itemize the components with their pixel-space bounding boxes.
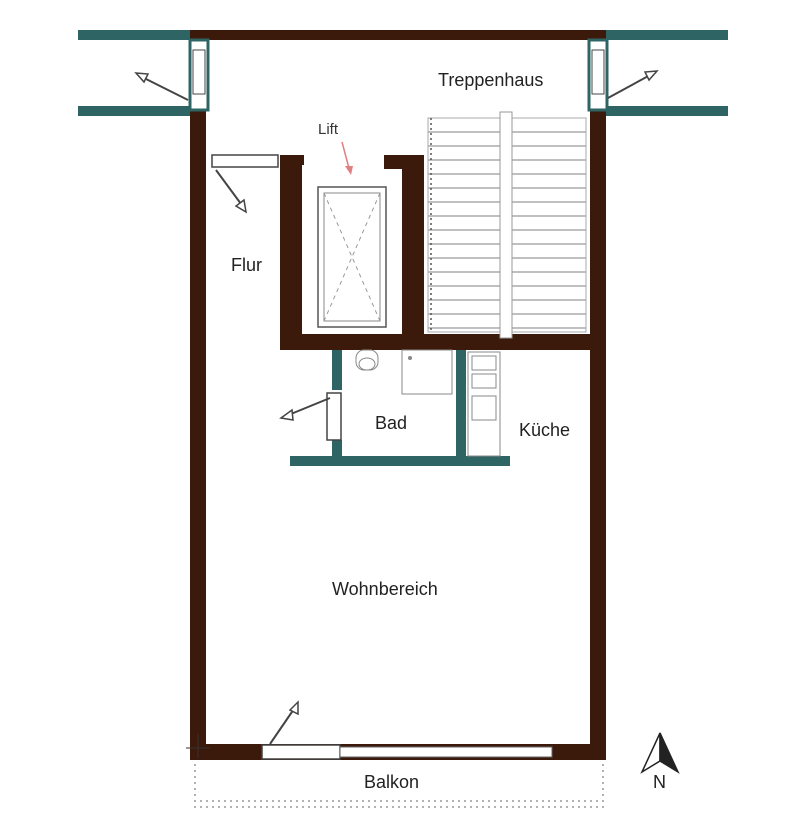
- label-bad: Bad: [375, 413, 407, 433]
- label-kueche: Küche: [519, 420, 570, 440]
- corner-marker: [186, 734, 210, 758]
- bathroom-fixtures: [355, 349, 453, 395]
- kitchen-fixtures: [467, 351, 501, 457]
- staircase: [427, 111, 587, 339]
- label-treppenhaus: Treppenhaus: [438, 70, 543, 90]
- label-balkon: Balkon: [364, 772, 419, 792]
- neighbour-walls: [78, 30, 728, 116]
- door-arrows: [134, 70, 659, 745]
- compass-label: N: [653, 772, 666, 792]
- north-arrow-icon: [640, 732, 680, 774]
- label-flur: Flur: [231, 255, 262, 275]
- label-lift: Lift: [318, 121, 339, 138]
- top-windows: [188, 38, 609, 760]
- lift-car: [317, 141, 387, 328]
- label-wohnbereich: Wohnbereich: [332, 579, 438, 599]
- balcony: [190, 760, 606, 808]
- interior-walls: [290, 350, 510, 466]
